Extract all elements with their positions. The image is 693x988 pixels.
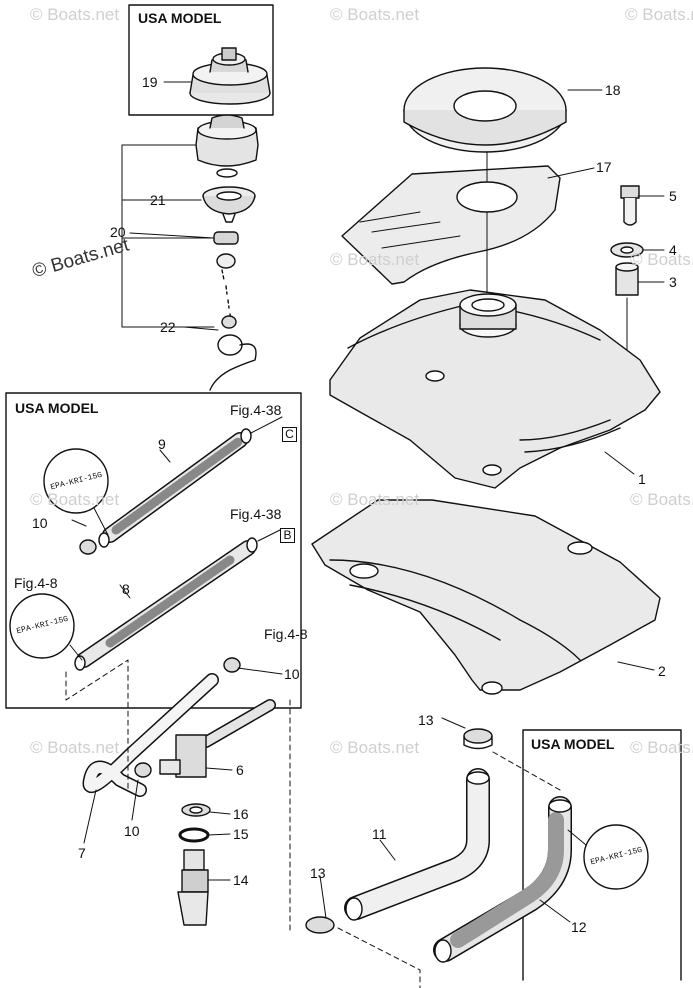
callout-7: 7 [78,845,86,861]
callout-10-bottom: 10 [124,823,140,839]
callout-15: 15 [233,826,249,842]
callout-13-bottom: 13 [310,865,326,881]
epa-stamp-circle-3 [583,824,649,890]
callout-10-middle: 10 [284,666,300,682]
fig-ref-8-middle: Fig.4-8 [264,626,308,642]
callout-19: 19 [142,74,158,90]
strainer-shape [177,849,209,926]
watermark-11: © Boats.net [630,738,693,757]
callout-3: 3 [669,274,677,290]
usa-model-frame-right [522,729,682,981]
watermark-10: © Boats.net [330,738,420,757]
ref-box-c: C [282,427,297,442]
callout-4: 4 [669,242,677,258]
callout-2: 2 [658,663,666,679]
watermark-4: © Boats.net [330,250,420,269]
fuel-tank-shape [329,289,661,489]
watermark-7: © Boats.net [330,490,420,509]
packing-shape [181,803,211,817]
epa-stamp-circle-2 [9,593,75,659]
fig-ref-c: Fig.4-38 [230,402,282,418]
hose-8-shape [74,537,258,671]
callout-8: 8 [122,581,130,597]
callout-6: 6 [236,762,244,778]
callout-5: 5 [669,188,677,204]
callout-leaders [71,81,665,923]
fig-ref-8-left: Fig.4-8 [14,575,58,591]
watermark-5: © Boats.net [630,250,693,269]
fuel-cap-assembly-shape [195,114,259,391]
callout-21: 21 [150,192,166,208]
callout-14: 14 [233,872,249,888]
callout-17: 17 [596,159,612,175]
watermark-8: © Boats.net [630,490,693,509]
watermark-1: © Boats.net [30,5,120,24]
watermark-6: © Boats.net [30,490,120,509]
tank-tray-shape [311,499,661,695]
clamp-13-bottom-shape [305,916,335,934]
usa-model-title-left: USA MODEL [15,400,99,416]
o-ring-shape [178,827,210,843]
usa-model-frame-top [128,4,274,116]
hose-9-shape [98,428,252,548]
assembly-bracket [121,144,215,328]
hose-clamp-shapes [79,539,241,778]
callout-20: 20 [110,224,126,240]
usa-model-frame-left [5,392,302,709]
usa-model-title-top: USA MODEL [138,10,222,26]
callout-16: 16 [233,806,249,822]
callout-9: 9 [158,436,166,452]
bolt-shape [620,185,640,226]
watermark-2: © Boats.net [330,5,420,24]
callout-13-top: 13 [418,712,434,728]
clamp-13-top-shape [463,728,493,750]
fuel-cock-shape [159,699,276,778]
callout-11: 11 [372,826,387,842]
callout-18: 18 [605,82,621,98]
ref-box-b: B [280,528,295,543]
collar-shape [615,262,639,296]
usa-model-title-right: USA MODEL [531,736,615,752]
callout-1: 1 [638,471,646,487]
fuel-cap-usa-shape [189,47,271,105]
callout-10-left: 10 [32,515,48,531]
epa-stamp-circle-1 [43,448,109,514]
fig-ref-b: Fig.4-38 [230,506,282,522]
watermark-9: © Boats.net [30,738,120,757]
callout-22: 22 [160,319,176,335]
foam-ring-shape [403,67,567,153]
callout-12: 12 [571,919,587,935]
watermark-3: © Boats.net [625,5,693,24]
